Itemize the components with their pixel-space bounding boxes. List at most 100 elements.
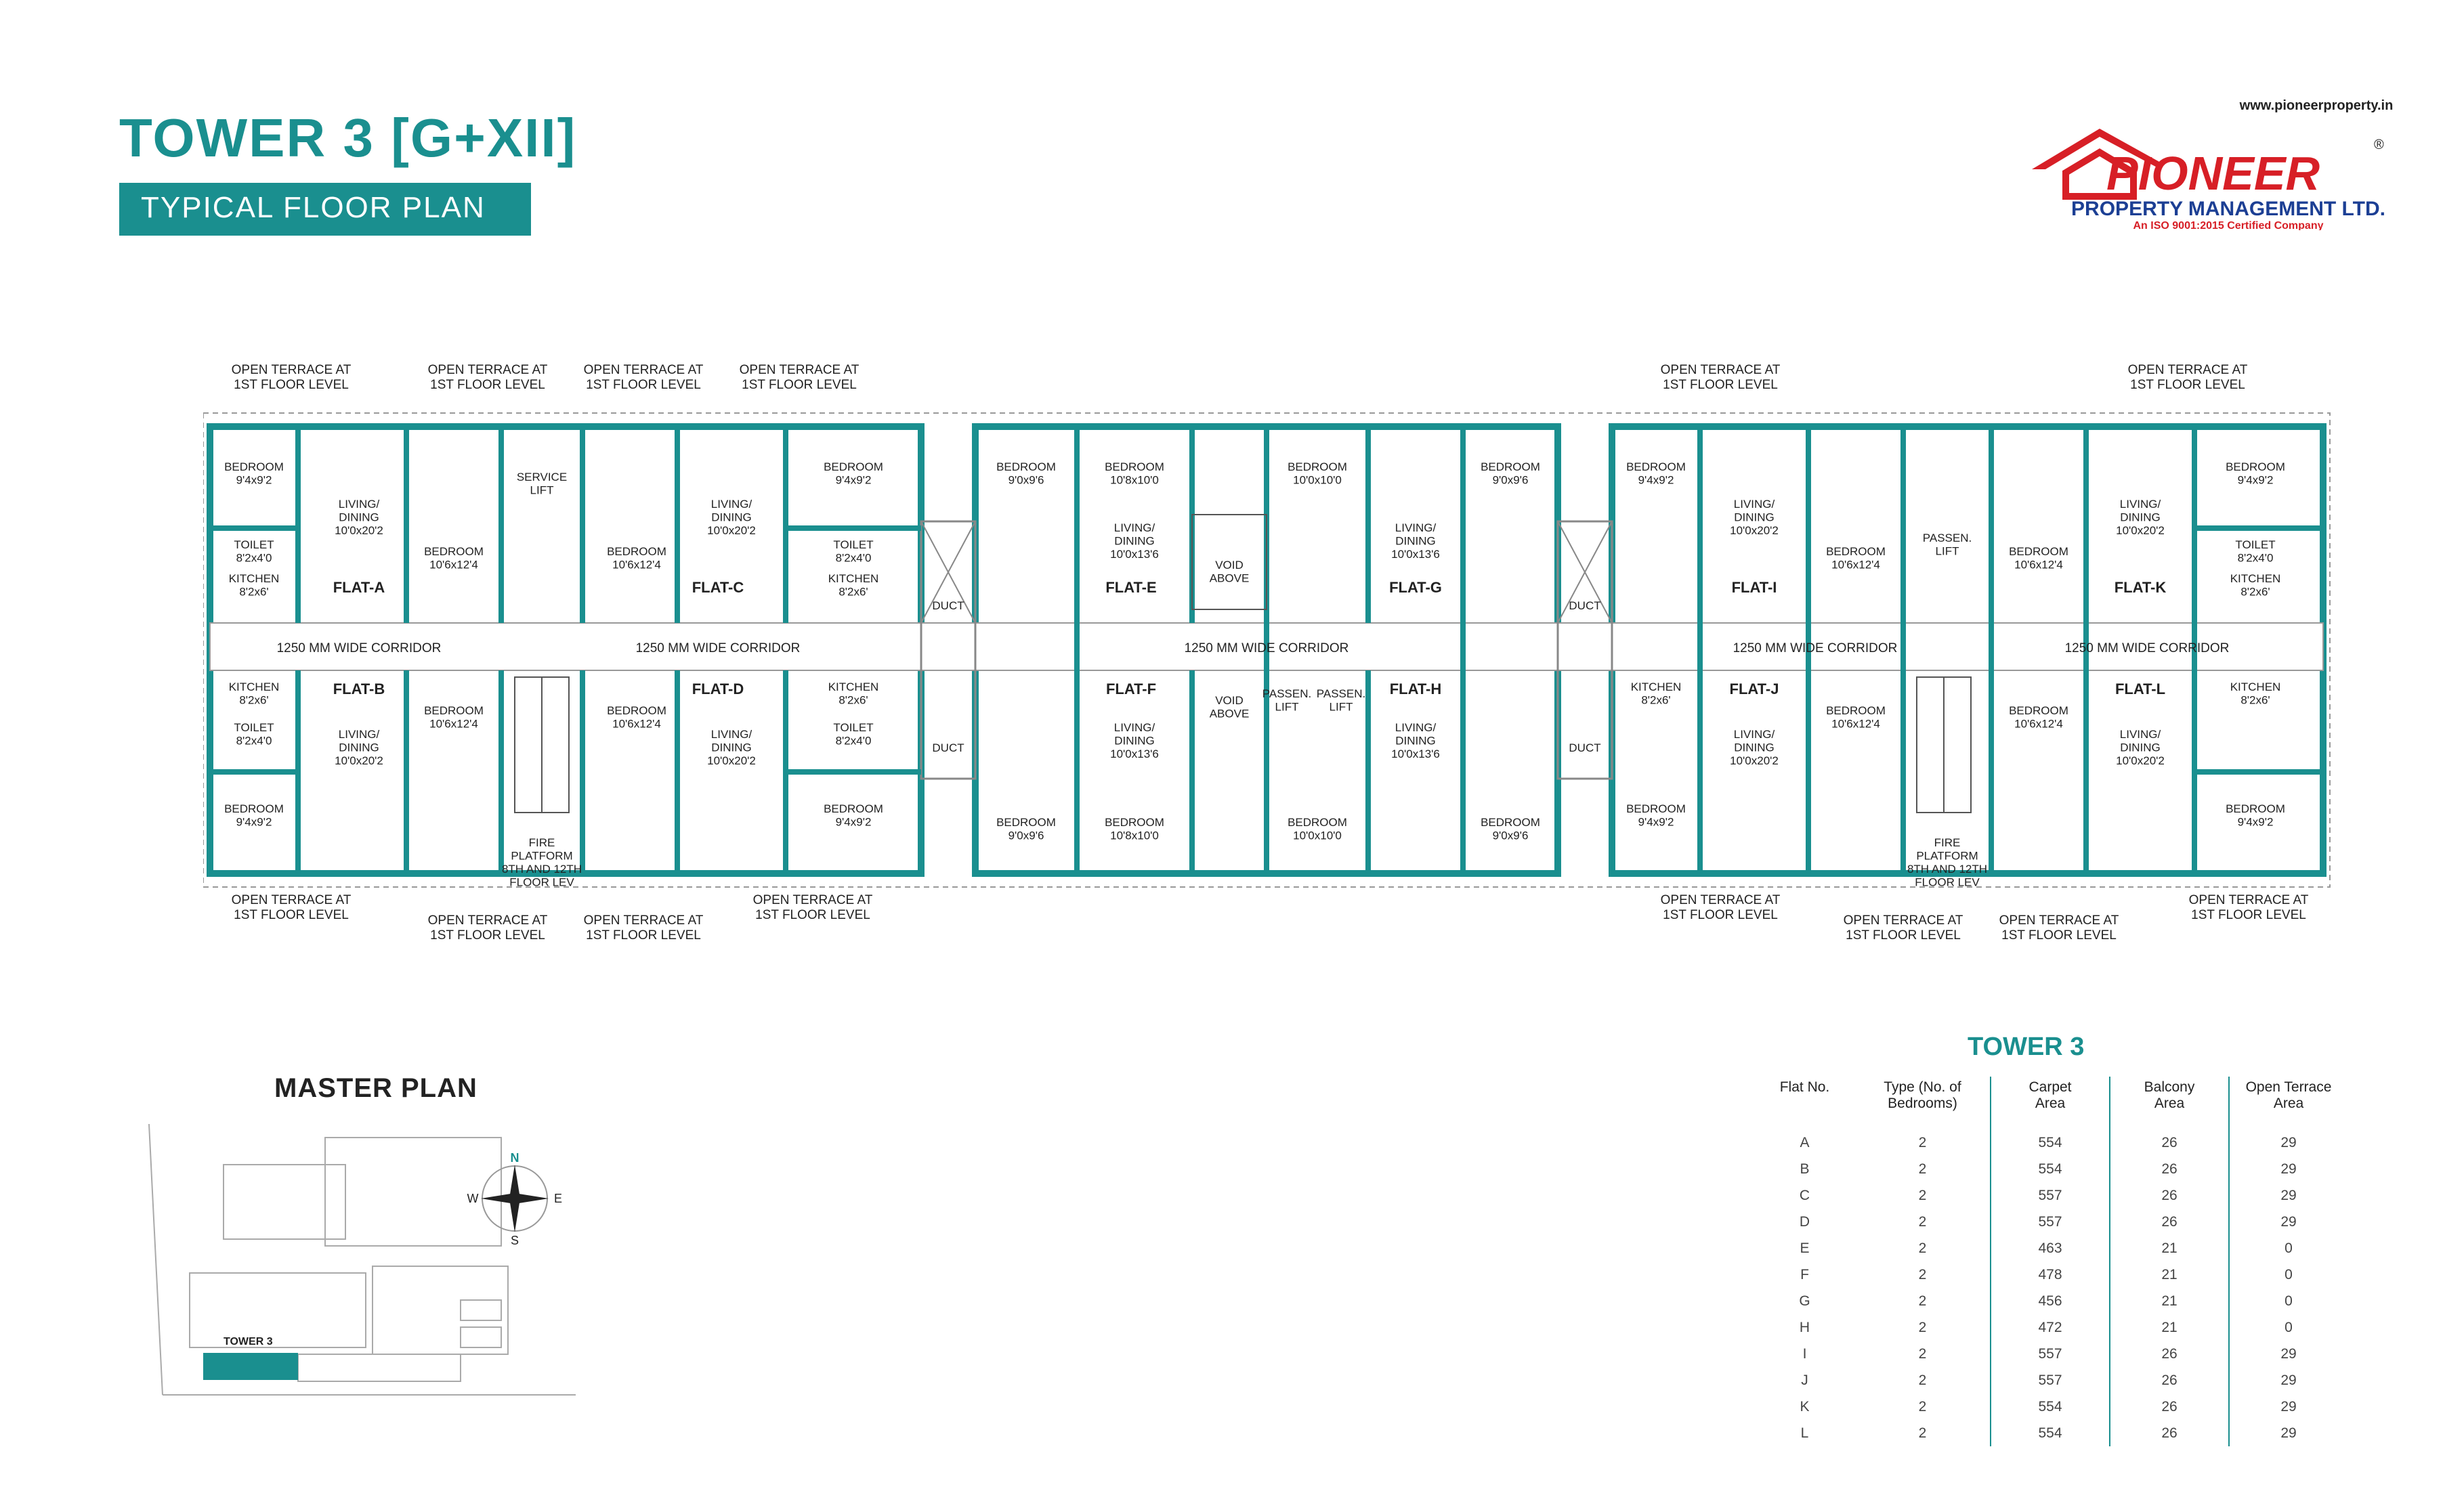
roof-icon: [2032, 129, 2161, 169]
header-terrace: Open Terrace Area: [2245, 1079, 2332, 1111]
table-cell: 26: [2110, 1156, 2230, 1182]
flat-label: FLAT-I: [1732, 579, 1777, 596]
table-header-row: Flat No. Type (No. of Bedrooms) Carpet A…: [1754, 1077, 2348, 1129]
table-cell: 21: [2110, 1235, 2230, 1261]
table-cell: 26: [2110, 1394, 2230, 1420]
room-label: PASSEN.LIFT: [1262, 687, 1311, 714]
compass-e: E: [554, 1192, 562, 1205]
house-icon: [2062, 148, 2137, 200]
logo-brand: PIONEER: [2106, 147, 2320, 200]
table-cell: 2: [1855, 1261, 1991, 1288]
table-cell: 29: [2280, 1161, 2297, 1177]
table-cell: 2: [1855, 1314, 1991, 1341]
table-cell: G: [1799, 1293, 1810, 1309]
company-logo: www.pioneerproperty.in PIONEER ® PROPERT…: [2032, 98, 2393, 230]
corridor-label: 1250 MM WIDE CORRIDOR: [636, 641, 801, 655]
table-cell: 26: [2110, 1367, 2230, 1394]
table-cell: 2: [1855, 1209, 1991, 1235]
table-cell: 2: [1855, 1129, 1991, 1156]
flat-label: FLAT-J: [1730, 681, 1779, 697]
table-cell: B: [1800, 1161, 1810, 1177]
table-cell: 463: [1991, 1235, 2110, 1261]
table-cell: C: [1799, 1187, 1810, 1203]
table-cell: 21: [2110, 1261, 2230, 1288]
table-cell: A: [1800, 1134, 1810, 1150]
table-cell: H: [1799, 1319, 1810, 1335]
table-cell: 557: [1991, 1367, 2110, 1394]
compass-icon: N S E W: [467, 1151, 562, 1246]
logo-registered: ®: [2374, 137, 2384, 152]
table-cell: 2: [1855, 1288, 1991, 1314]
table-cell: 26: [2110, 1341, 2230, 1367]
header-carpet: Carpet Area: [1991, 1077, 2110, 1129]
master-plan-title: MASTER PLAN: [274, 1073, 477, 1103]
table-cell: 554: [1991, 1394, 2110, 1420]
table-cell: 472: [1991, 1314, 2110, 1341]
table-cell: 557: [1991, 1341, 2110, 1367]
table-title: TOWER 3: [1968, 1033, 2085, 1061]
master-plan-map: TOWER 3: [148, 1124, 576, 1396]
table-cell: 29: [2280, 1213, 2297, 1230]
table-cell: 21: [2110, 1314, 2230, 1341]
duct-label: DUCT: [1569, 741, 1600, 754]
table-cell: 456: [1991, 1288, 2110, 1314]
header-flat-no: Flat No.: [1779, 1079, 1830, 1095]
flat-label: FLAT-D: [692, 681, 744, 697]
duct-left: [920, 520, 977, 780]
table-cell: K: [1800, 1398, 1810, 1414]
page-subtitle: TYPICAL FLOOR PLAN: [141, 191, 486, 224]
duct-label: DUCT: [1569, 599, 1600, 612]
terrace-outline: [203, 412, 2331, 888]
header-balcony: Balcony Area: [2110, 1077, 2230, 1129]
table-cell: F: [1800, 1266, 1809, 1282]
table-cell: 29: [2280, 1187, 2297, 1203]
